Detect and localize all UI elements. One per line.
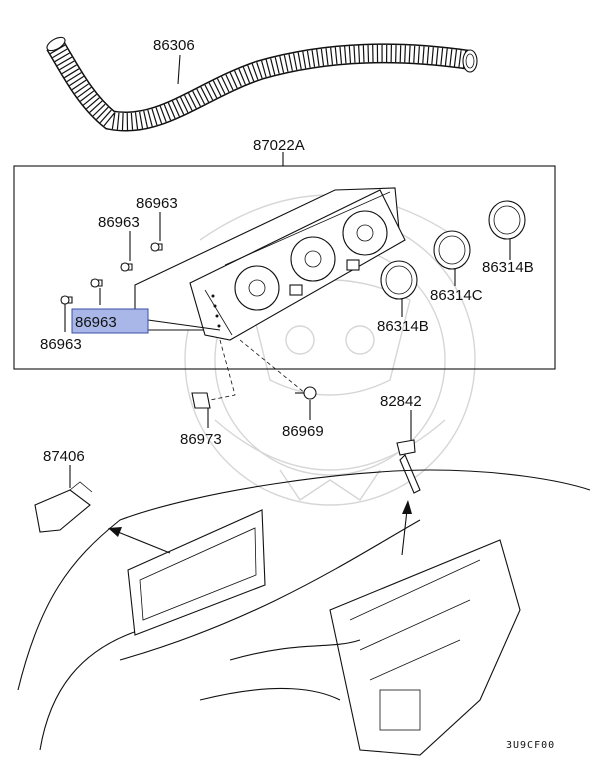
label-86314B-lower[interactable]: 86314B <box>377 318 429 335</box>
lamp-87406[interactable] <box>34 481 93 533</box>
sensor-82842[interactable] <box>396 439 421 494</box>
screw-86969[interactable] <box>295 386 317 400</box>
label-87406[interactable]: 87406 <box>43 448 85 465</box>
screw-3[interactable] <box>90 278 103 288</box>
diagram-code: 3U9CF00 <box>506 740 555 751</box>
screw-2[interactable] <box>120 262 133 272</box>
label-86314C[interactable]: 86314C <box>430 287 483 304</box>
label-86306[interactable]: 86306 <box>153 37 195 54</box>
label-86963-c[interactable]: 86963 <box>40 336 82 353</box>
label-86314B-upper[interactable]: 86314B <box>482 259 534 276</box>
dashboard-outline <box>17 469 591 756</box>
label-82842[interactable]: 82842 <box>380 393 422 410</box>
arrow-lamp <box>108 527 171 554</box>
screw-1[interactable] <box>150 242 163 252</box>
label-86963-b[interactable]: 86963 <box>98 214 140 231</box>
heater-control-panel[interactable] <box>134 187 406 341</box>
arrow-sensor <box>401 500 412 556</box>
knob-86314B-lower[interactable] <box>380 260 418 300</box>
highlight-box <box>71 308 149 334</box>
knob-86314C[interactable] <box>433 230 471 270</box>
clip-86973[interactable] <box>191 392 211 409</box>
assembly-frame <box>13 165 556 370</box>
label-86963-a[interactable]: 86963 <box>136 195 178 212</box>
duct-hose[interactable] <box>45 35 478 132</box>
label-87022A[interactable]: 87022A <box>253 137 305 154</box>
label-86969[interactable]: 86969 <box>282 423 324 440</box>
label-86963-highlighted[interactable]: 86963 <box>75 314 117 331</box>
screw-4[interactable] <box>60 295 73 305</box>
label-86973[interactable]: 86973 <box>180 431 222 448</box>
knob-86314B-upper[interactable] <box>488 200 526 240</box>
